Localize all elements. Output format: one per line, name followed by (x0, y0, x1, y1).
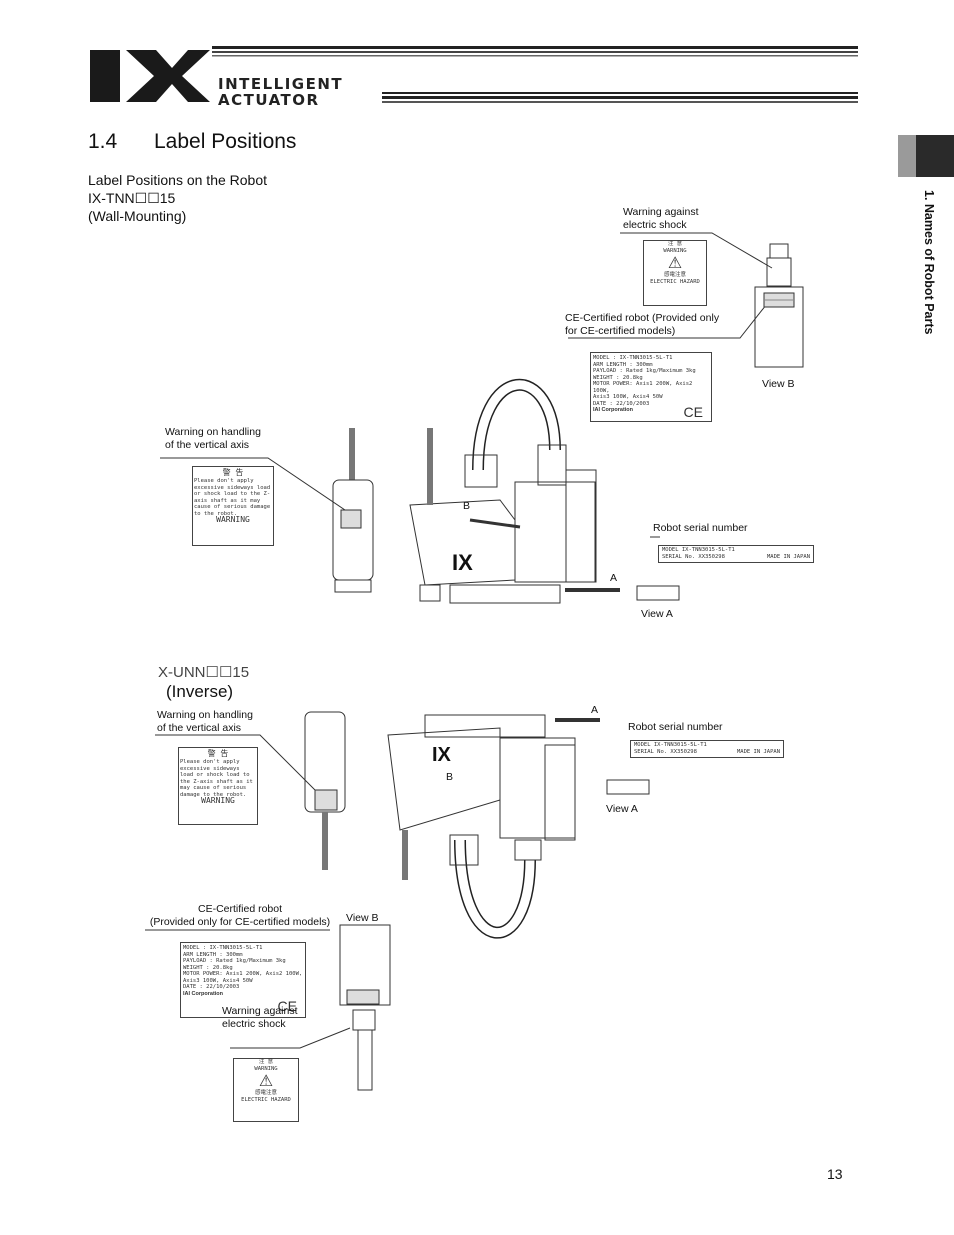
serial-number-2: SERIAL No. XX350298 (634, 748, 697, 755)
fig1-handling-callout: Warning on handling of the vertical axis (165, 426, 261, 451)
shock-label-jp2-b: 感電注意 (254, 1090, 277, 1096)
fig2-view-b: View B (346, 912, 379, 924)
shock-label-warning-b: WARNING (254, 1065, 278, 1072)
warning-triangle-icon-2: ⚠ (258, 1071, 274, 1090)
fig2-marker-b: B (446, 771, 454, 783)
fig2-serial-label: MODEL IX-TNN3015-5L-T1 SERIAL No. XX3502… (630, 740, 784, 758)
fig1-shock-label: 注 意 WARNING ⚠ 感電注意 ELECTRIC HAZARD (643, 240, 707, 306)
page-number: 13 (827, 1166, 843, 1182)
shock-label-jp: 注 意 (667, 241, 683, 247)
ce-date: DATE : 22/10/2003 (593, 400, 650, 407)
ce-weight: WEIGHT : 20.8kg (593, 374, 643, 381)
serial-made-2: MADE IN JAPAN (736, 748, 780, 755)
fig1-marker-a: A (610, 572, 618, 584)
fig1-title-line-1: Label Positions on the Robot (88, 172, 268, 188)
fig1-shock-callout: Warning against electric shock (623, 206, 698, 231)
fig1-marker-b: B (463, 500, 471, 512)
fig1-ce-callout-line-1: CE-Certified robot (Provided only (565, 312, 720, 324)
serial-model: MODEL IX-TNN3015-5L-T1 (662, 547, 735, 553)
fig2-title: X-UNN☐☐15 (Inverse) (158, 663, 249, 701)
fig2-marker-a: A (591, 704, 599, 716)
fig1-handling-callout-line-2: of the vertical axis (165, 438, 250, 451)
fig1-title-line-3: (Wall-Mounting) (88, 208, 187, 224)
logo-line-1: INTELLIGENT (218, 75, 344, 93)
fig1-shock-callout-line-1: Warning against (623, 206, 699, 218)
serial-model-2: MODEL IX-TNN3015-5L-T1 (634, 742, 707, 748)
fig1-handling-label: 警 告 Please don't apply excessive sideway… (192, 466, 274, 546)
ce-model: MODEL : IX-TNN3015-5L-T1 (593, 355, 673, 361)
fig2-handling-callout-line-1: Warning on handling (157, 709, 253, 721)
ix-logo-mark (90, 48, 210, 104)
fig1-view-b: View B (762, 378, 795, 390)
handling-label-title: 警 告 (222, 468, 244, 477)
fig2-handling-label: 警 告 Please don't apply excessive sideway… (178, 747, 258, 825)
ce-motor-2: Axis3 100W, Axis4 50W (593, 394, 663, 400)
fig2-handling-callout-line-2: of the vertical axis (157, 721, 242, 734)
ce-motor-2-2: Axis3 100W, Axis4 50W (183, 977, 253, 984)
handling-label-warning-2: WARNING (201, 796, 235, 805)
fig2-title-line-1: X-UNN☐☐15 (158, 664, 250, 681)
fig2-shock-label: 注 意 WARNING ⚠ 感電注意 ELECTRIC HAZARD (233, 1058, 299, 1122)
fig2-ce-callout-line-2: (Provided only for CE-certified models) (149, 915, 331, 928)
fig2-serial-callout: Robot serial number (628, 721, 723, 733)
handling-label-text-2: Please don't apply excessive sideways lo… (180, 759, 253, 798)
fig2-ce-callout-line-1: CE-Certified robot (197, 903, 283, 915)
robot-body-logo: IX (452, 550, 473, 575)
ce-mark-2: CE (277, 997, 297, 1014)
section-heading: Label Positions (154, 130, 297, 153)
serial-made: MADE IN JAPAN (766, 553, 810, 560)
warning-triangle-icon: ⚠ (667, 253, 683, 272)
fig1-title-line-2: IX-TNN☐☐15 (88, 190, 176, 206)
fig1-shock-callout-line-2: electric shock (623, 218, 687, 231)
fig1-ce-label: MODEL : IX-TNN3015-5L-T1 ARM LENGTH : 30… (590, 352, 712, 422)
fig1-serial-callout: Robot serial number (653, 522, 748, 534)
shock-label-jp2: 感電注意 (663, 272, 686, 278)
fig1-serial-label: MODEL IX-TNN3015-5L-T1 SERIAL No. XX3502… (658, 545, 814, 563)
fig2-shock-callout: Warning against electric shock (222, 1005, 297, 1030)
ce-model-2: MODEL : IX-TNN3015-5L-T1 (183, 945, 263, 951)
shock-label-jp-b: 注 意 (258, 1059, 274, 1065)
header-rule-lines (212, 46, 858, 103)
fig1-ce-callout-line-2: for CE-certified models) (565, 324, 676, 337)
ce-weight-2: WEIGHT : 20.8kg (183, 964, 233, 971)
ce-company: IAI Corporation (593, 407, 634, 413)
fig1-view-a: View A (641, 608, 673, 620)
fig1-title: Label Positions on the Robot IX-TNN☐☐15 … (88, 171, 267, 225)
ce-date-2: DATE : 22/10/2003 (183, 984, 240, 990)
handling-label-text: Please don't apply excessive sideways lo… (194, 478, 271, 517)
fig2-shock-callout-line-1: Warning against (222, 1005, 298, 1017)
section-number: 1.4 (88, 130, 118, 153)
fig1-handling-callout-line-1: Warning on handling (165, 426, 261, 438)
fig2-ce-label: MODEL : IX-TNN3015-5L-T1 ARM LENGTH : 30… (180, 942, 306, 1018)
fig2-handling-callout: Warning on handling of the vertical axis (157, 709, 253, 734)
shock-label-en: ELECTRIC HAZARD (650, 278, 700, 285)
handling-label-title-2: 警 告 (207, 749, 229, 758)
fig2-ce-callout: CE-Certified robot (Provided only for CE… (146, 903, 334, 928)
ce-payload: PAYLOAD : Rated 1kg/Maximum 3kg (593, 368, 696, 374)
ce-company-2: IAI Corporation (183, 990, 224, 997)
logo-line-2: ACTUATOR (218, 91, 320, 109)
shock-label-warning: WARNING (663, 247, 687, 254)
fig2-shock-callout-line-2: electric shock (222, 1017, 286, 1030)
section-title: 1.4 Label Positions (88, 130, 296, 154)
side-tab-block (916, 135, 954, 177)
fig2-title-line-2: (Inverse) (166, 682, 234, 701)
logo-wordmark: INTELLIGENT ACTUATOR (218, 76, 343, 108)
side-tab-accent (898, 135, 916, 177)
fig2-view-a: View A (606, 803, 638, 815)
ce-mark: CE (683, 403, 703, 420)
serial-number: SERIAL No. XX350298 (662, 553, 725, 560)
robot-body-logo-2: IX (432, 744, 451, 766)
ce-motor-1-2: MOTOR POWER: Axis1 200W, Axis2 100W, (183, 971, 303, 977)
fig1-ce-callout: CE-Certified robot (Provided only for CE… (565, 312, 719, 337)
handling-label-warning: WARNING (216, 515, 250, 524)
ce-payload-2: PAYLOAD : Rated 1kg/Maximum 3kg (183, 958, 286, 964)
ce-arm: ARM LENGTH : 300mm (593, 361, 653, 368)
ce-motor-1: MOTOR POWER: Axis1 200W, Axis2 100W, (593, 381, 693, 394)
ce-arm-2: ARM LENGTH : 300mm (183, 951, 243, 958)
shock-label-en-b: ELECTRIC HAZARD (241, 1096, 291, 1103)
